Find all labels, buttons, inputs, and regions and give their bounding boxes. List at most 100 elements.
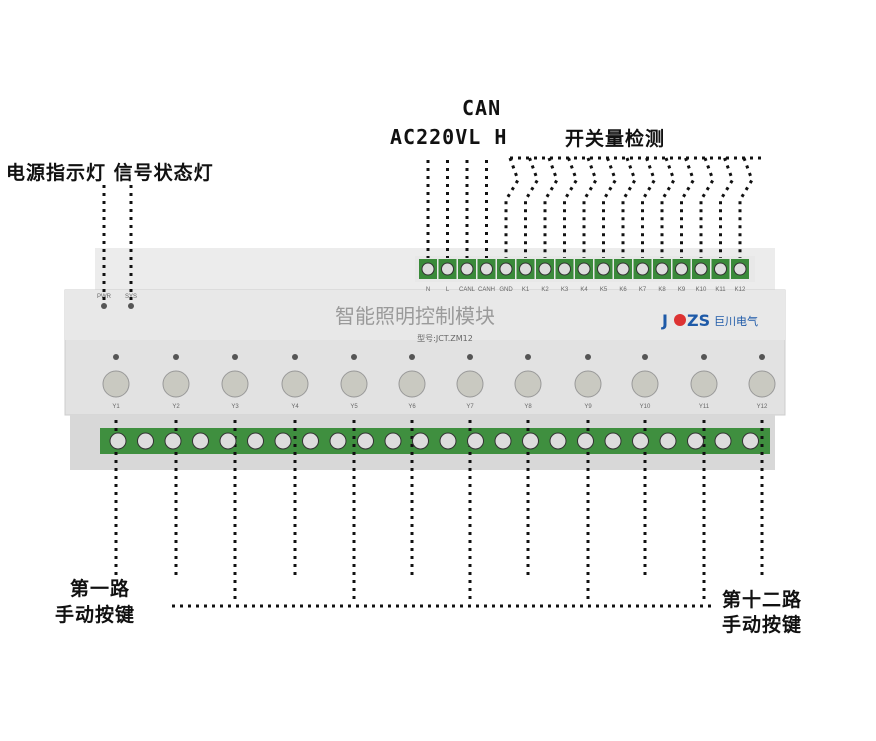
screw-icon[interactable]: [384, 432, 402, 450]
button-label: Y2: [172, 404, 180, 410]
manual-button-Y5[interactable]: [340, 370, 368, 398]
screw-icon[interactable]: [577, 262, 591, 276]
button-label: Y10: [640, 404, 651, 410]
screw-icon[interactable]: [636, 262, 649, 276]
manual-button-Y11[interactable]: [690, 370, 718, 398]
channel-led: [467, 354, 473, 360]
screw-icon[interactable]: [659, 432, 677, 450]
terminal-label: K8: [658, 287, 666, 293]
screw-icon[interactable]: [494, 432, 512, 450]
channel-led: [642, 354, 648, 360]
manual-button-Y2[interactable]: [162, 370, 190, 398]
manual-button-Y1[interactable]: [102, 370, 130, 398]
power-led: [101, 303, 107, 309]
button-label: Y1: [112, 404, 120, 410]
manual-button-Y9[interactable]: [574, 370, 602, 398]
screw-icon[interactable]: [687, 432, 704, 450]
manual-button-Y3[interactable]: [221, 370, 249, 398]
screw-icon[interactable]: [714, 262, 727, 276]
screw-icon[interactable]: [439, 432, 457, 450]
first-channel-label: 第一路: [70, 578, 131, 600]
screw-icon[interactable]: [441, 262, 454, 276]
terminal-label: L: [446, 287, 450, 293]
screw-icon[interactable]: [302, 432, 319, 450]
channel-led: [113, 354, 119, 360]
screw-icon[interactable]: [421, 262, 435, 276]
leader-line: [680, 157, 696, 258]
brand-name: 巨川电气: [714, 314, 758, 328]
manual-button-Y8[interactable]: [514, 370, 542, 398]
button-label: Y3: [231, 404, 239, 410]
manual-button-Y6[interactable]: [398, 370, 426, 398]
manual-button-Y7[interactable]: [456, 370, 484, 398]
screw-icon[interactable]: [357, 432, 374, 450]
channel-led: [701, 354, 707, 360]
screw-icon[interactable]: [604, 432, 622, 450]
indicator-label: 电源指示灯 信号状态灯: [6, 162, 214, 184]
first-channel-button-label: 手动按键: [55, 604, 136, 626]
terminal-label: K1: [522, 287, 530, 293]
button-label: Y4: [291, 404, 299, 410]
terminal-label: K10: [696, 287, 707, 293]
screw-icon[interactable]: [247, 432, 264, 450]
screw-icon[interactable]: [538, 262, 552, 276]
leader-line: [582, 157, 598, 258]
screw-icon[interactable]: [109, 432, 127, 450]
screw-icon[interactable]: [329, 432, 347, 450]
leader-line: [699, 157, 715, 258]
terminal-label: K7: [639, 287, 647, 293]
module-title: 智能照明控制模块: [335, 304, 495, 328]
last-channel-label: 第十二路: [722, 589, 803, 611]
screw-icon[interactable]: [519, 262, 532, 276]
screw-icon[interactable]: [616, 262, 630, 276]
screw-icon[interactable]: [522, 432, 539, 450]
leader-line: [719, 157, 735, 258]
screw-icon[interactable]: [460, 262, 474, 276]
channel-led: [759, 354, 765, 360]
button-label: Y5: [350, 404, 358, 410]
leader-line: [543, 157, 559, 258]
leader-line: [641, 157, 657, 258]
screw-icon[interactable]: [742, 432, 759, 450]
model-number: 型号:JCT.ZM12: [417, 334, 473, 343]
screw-icon[interactable]: [549, 432, 567, 450]
screw-icon[interactable]: [655, 262, 669, 276]
manual-button-Y10[interactable]: [631, 370, 659, 398]
logo-circle: [674, 314, 686, 326]
manual-button-Y12[interactable]: [748, 370, 776, 398]
screw-icon[interactable]: [412, 432, 429, 450]
terminal-label: K2: [541, 287, 549, 293]
screw-icon[interactable]: [467, 432, 484, 450]
screw-icon[interactable]: [192, 432, 209, 450]
last-channel-button-label: 手动按键: [722, 614, 803, 636]
screw-icon[interactable]: [714, 432, 732, 450]
screw-icon[interactable]: [632, 432, 649, 450]
button-label: Y11: [699, 404, 710, 410]
screw-icon[interactable]: [164, 432, 182, 450]
terminal-label: K9: [678, 287, 686, 293]
screw-icon[interactable]: [733, 262, 747, 276]
bottom-terminal-strip: [100, 428, 770, 454]
screw-icon[interactable]: [274, 432, 292, 450]
terminal-label: CANL: [459, 287, 476, 293]
screw-icon[interactable]: [499, 262, 513, 276]
screw-icon[interactable]: [480, 262, 493, 276]
manual-button-Y4[interactable]: [281, 370, 309, 398]
leader-line: [524, 157, 540, 258]
button-label: Y9: [584, 404, 592, 410]
screw-icon[interactable]: [694, 262, 708, 276]
button-label: Y8: [524, 404, 532, 410]
screw-icon[interactable]: [219, 432, 237, 450]
screw-icon[interactable]: [597, 262, 610, 276]
terminal-label: CANH: [478, 287, 495, 293]
terminal-label: K5: [600, 287, 608, 293]
screw-icon[interactable]: [137, 432, 154, 450]
channel-led: [292, 354, 298, 360]
screw-icon[interactable]: [558, 262, 571, 276]
screw-icon[interactable]: [675, 262, 688, 276]
terminal-label: K4: [580, 287, 588, 293]
screw-icon[interactable]: [577, 432, 594, 450]
